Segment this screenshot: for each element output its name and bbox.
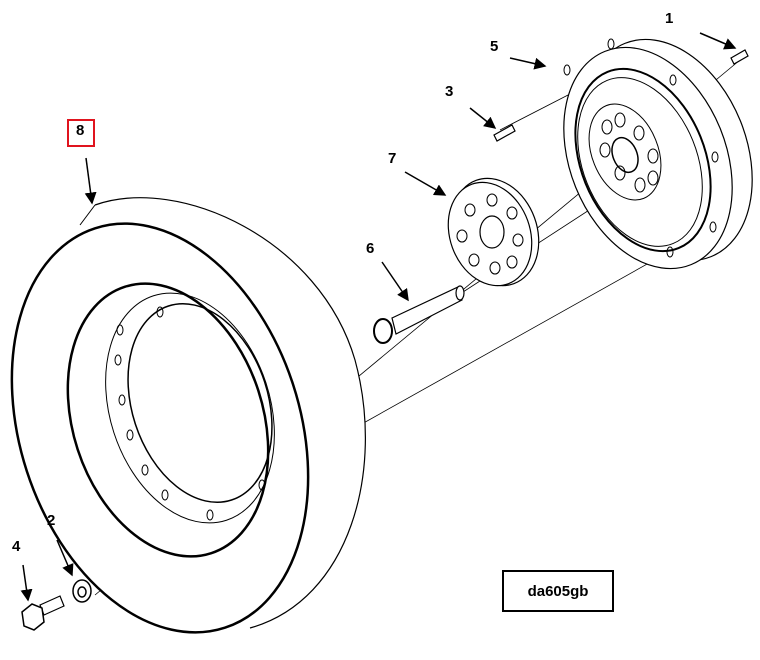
callout-2[interactable]: 2 xyxy=(47,512,56,529)
drawing-code-label: da605gb xyxy=(502,570,614,612)
dowel-pin-part-1 xyxy=(730,49,749,65)
shaft-part-6 xyxy=(373,285,465,344)
callout-6[interactable]: 6 xyxy=(366,240,375,257)
damper-part-8 xyxy=(10,197,366,634)
plate-part-7 xyxy=(447,177,540,287)
bolt-part-4 xyxy=(21,595,65,631)
highlight-box xyxy=(67,119,95,147)
callout-7[interactable]: 7 xyxy=(388,150,397,167)
dowel-pin-part-3 xyxy=(493,124,516,142)
callout-8[interactable]: 8 xyxy=(76,122,85,139)
flange-part-5 xyxy=(563,38,753,270)
callout-5[interactable]: 5 xyxy=(490,38,499,55)
washer-part-2 xyxy=(72,579,92,603)
leader-arrows xyxy=(20,32,737,602)
callout-1[interactable]: 1 xyxy=(665,10,674,27)
callout-4[interactable]: 4 xyxy=(12,538,21,555)
callout-3[interactable]: 3 xyxy=(445,83,454,100)
